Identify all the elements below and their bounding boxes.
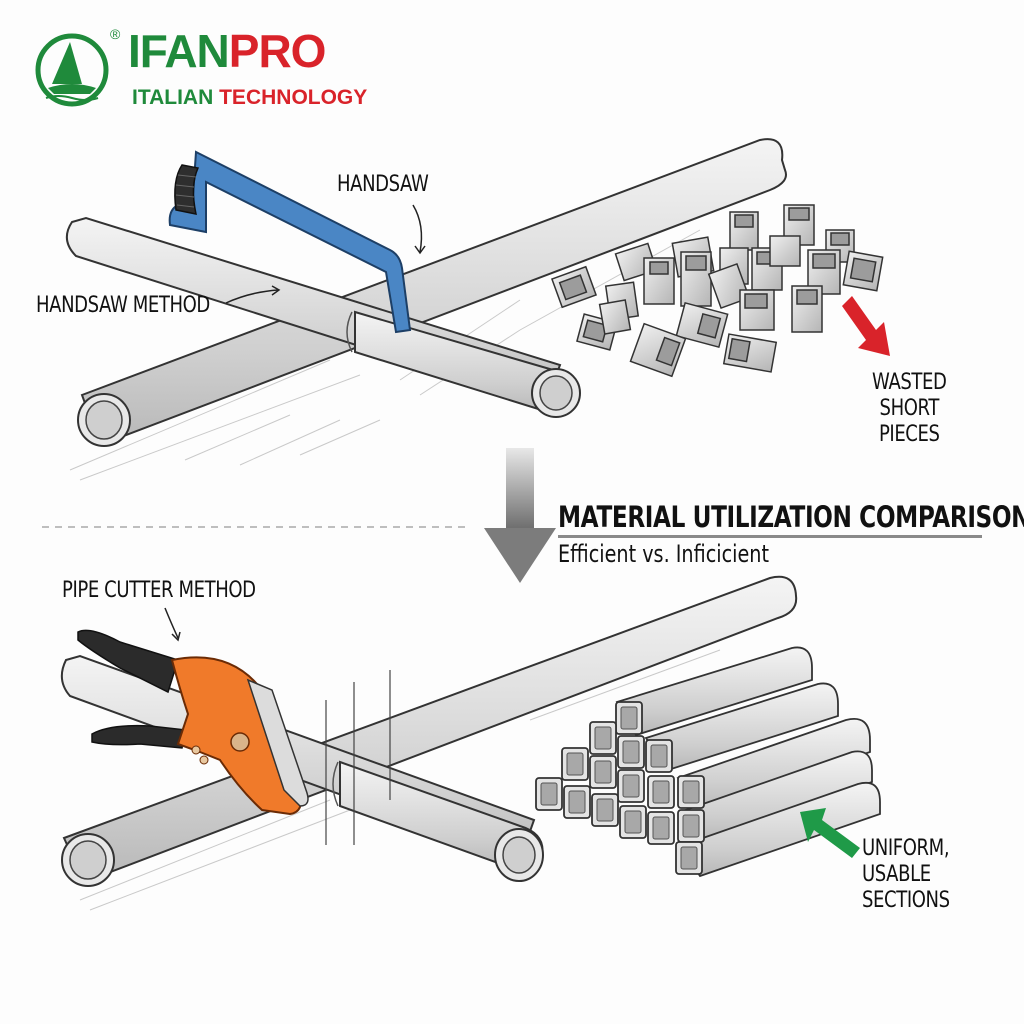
scrap-piece — [842, 250, 884, 292]
scrap-piece — [675, 301, 729, 349]
section-holes — [540, 706, 700, 870]
cutter-pointer — [164, 607, 179, 639]
handsaw-pointer — [412, 204, 423, 253]
wasted-arrow-icon — [842, 296, 890, 356]
section-tube — [678, 750, 873, 844]
wasted-pieces — [550, 204, 884, 378]
cutter-pivot — [230, 732, 250, 752]
pipe-cross-top — [65, 216, 581, 418]
handsaw-label: HANDSAW — [337, 172, 429, 197]
scrap-piece — [629, 322, 687, 378]
scrap-piece — [722, 333, 778, 373]
down-arrow-icon — [484, 448, 556, 583]
usable-line-2: USABLE — [862, 862, 931, 887]
logo-mark — [35, 33, 109, 107]
sketch-lines — [79, 649, 721, 911]
scrap-piece — [739, 289, 775, 331]
brand-name-ifan: IFAN — [128, 25, 230, 77]
cutter-blade — [246, 678, 309, 807]
section-tube — [615, 646, 813, 737]
uniform-sections — [535, 646, 881, 878]
comparison-title: MATERIAL UTILIZATION COMPARISON — [558, 500, 1024, 534]
title-underline — [558, 535, 982, 538]
scrap-piece — [550, 265, 598, 309]
scrap-piece — [643, 257, 675, 305]
scrap-piece — [769, 235, 801, 267]
scrap-piece — [729, 211, 759, 251]
pipe-cutter-scene — [60, 575, 798, 911]
scrap-piece — [680, 251, 712, 307]
brand-registered-mark: ® — [110, 26, 121, 42]
scrap-piece — [598, 299, 632, 335]
wave-icon — [45, 95, 99, 101]
scrap-piece — [791, 285, 823, 333]
wasted-line-1: WASTED — [872, 370, 947, 395]
brand-name: IFANPRO — [128, 25, 327, 77]
wasted-pieces-label: WASTED SHORT PIECES — [872, 370, 947, 448]
usable-sections-label: UNIFORM, USABLE SECTIONS — [862, 836, 950, 914]
section-tube — [678, 781, 881, 878]
handsaw-method-label: HANDSAW METHOD — [36, 293, 210, 318]
method-pointer — [225, 289, 279, 304]
brand-tagline: ITALIAN TECHNOLOGY — [132, 86, 367, 110]
section-tube — [676, 718, 871, 812]
wasted-line-2: SHORT — [879, 396, 940, 421]
scrap-piece — [707, 262, 751, 310]
handsaw-scene — [65, 138, 787, 481]
usable-arrow-icon — [800, 808, 860, 858]
cut-guide-lines — [325, 670, 391, 845]
pipe-cross-bottom — [60, 654, 544, 882]
usable-line-1: UNIFORM, — [862, 836, 950, 861]
sailboat-icon — [52, 42, 82, 84]
saw-grip — [174, 164, 200, 215]
brand-name-pro: PRO — [228, 25, 327, 77]
boat-hull-icon — [48, 84, 96, 94]
pipe-cutter-method-label: PIPE CUTTER METHOD — [62, 578, 256, 603]
pipe-cutter-tool — [77, 629, 309, 816]
tagline-italian: ITALIAN — [132, 86, 214, 109]
tagline-technology: TECHNOLOGY — [219, 86, 368, 109]
logo-ring — [35, 33, 109, 107]
usable-line-3: SECTIONS — [862, 888, 950, 913]
wasted-line-3: PIECES — [878, 422, 940, 447]
pipe-long-bottom — [61, 575, 798, 887]
handsaw-tool — [168, 150, 412, 334]
section-tube — [644, 682, 839, 772]
pipe-long-top — [77, 138, 787, 447]
comparison-subtitle: Efficient vs. Inficicient — [558, 540, 769, 568]
